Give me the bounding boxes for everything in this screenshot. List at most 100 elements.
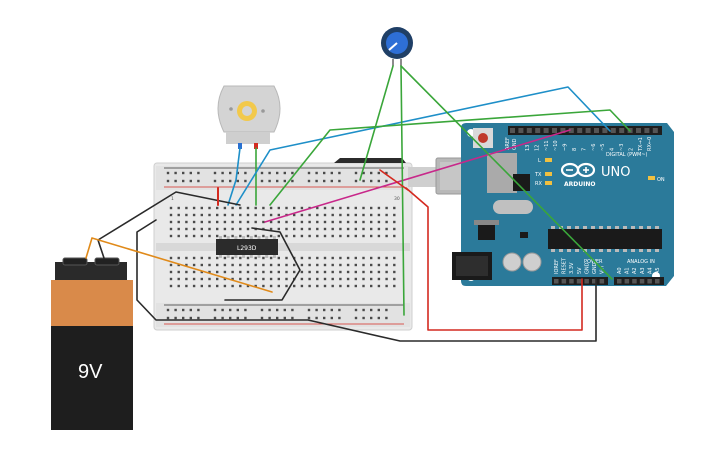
breadboard-hole[interactable] — [239, 256, 242, 260]
breadboard-hole[interactable] — [223, 206, 227, 210]
breadboard-hole[interactable] — [300, 227, 304, 231]
breadboard-hole[interactable] — [216, 277, 219, 281]
breadboard-hole[interactable] — [377, 234, 381, 238]
rail-hole[interactable] — [174, 308, 177, 312]
breadboard-hole[interactable] — [223, 270, 227, 274]
breadboard-hole[interactable] — [169, 256, 173, 260]
breadboard-hole[interactable] — [277, 277, 280, 281]
breadboard-hole[interactable] — [285, 227, 288, 231]
breadboard-hole[interactable] — [293, 227, 296, 231]
breadboard-hole[interactable] — [316, 270, 319, 274]
breadboard-hole[interactable] — [385, 284, 388, 288]
breadboard-hole[interactable] — [377, 277, 381, 281]
breadboard-hole[interactable] — [385, 234, 388, 238]
breadboard-hole[interactable] — [231, 227, 234, 231]
breadboard-hole[interactable] — [300, 213, 304, 217]
rail-hole[interactable] — [189, 179, 192, 183]
breadboard-hole[interactable] — [239, 270, 242, 274]
breadboard-hole[interactable] — [362, 206, 365, 210]
breadboard-hole[interactable] — [277, 213, 280, 217]
breadboard-hole[interactable] — [200, 206, 203, 210]
rail-hole[interactable] — [244, 179, 247, 183]
breadboard-hole[interactable] — [308, 234, 311, 238]
digital-pin-socket[interactable] — [543, 128, 549, 133]
rail-hole[interactable] — [268, 171, 271, 175]
rail-hole[interactable] — [323, 179, 326, 183]
breadboard-hole[interactable] — [362, 256, 365, 260]
rail-hole[interactable] — [338, 179, 341, 183]
breadboard-hole[interactable] — [223, 234, 227, 238]
breadboard-hole[interactable] — [300, 270, 304, 274]
rail-hole[interactable] — [307, 171, 311, 175]
digital-pin-socket[interactable] — [594, 128, 599, 133]
breadboard-hole[interactable] — [185, 284, 188, 288]
power-pin-socket[interactable] — [576, 279, 582, 284]
rail-hole[interactable] — [370, 308, 373, 312]
breadboard-hole[interactable] — [185, 277, 188, 281]
breadboard-hole[interactable] — [316, 220, 319, 224]
breadboard-hole[interactable] — [208, 270, 211, 274]
rail-hole[interactable] — [307, 316, 311, 320]
breadboard-hole[interactable] — [377, 220, 381, 224]
breadboard-hole[interactable] — [385, 220, 388, 224]
breadboard-hole[interactable] — [254, 256, 257, 260]
wire-blue-digital[interactable] — [235, 86, 611, 206]
breadboard-hole[interactable] — [216, 206, 219, 210]
rail-hole[interactable] — [221, 308, 224, 312]
rail-hole[interactable] — [385, 171, 388, 175]
breadboard-hole[interactable] — [239, 284, 242, 288]
breadboard-hole[interactable] — [208, 234, 211, 238]
breadboard-hole[interactable] — [308, 256, 311, 260]
breadboard-hole[interactable] — [293, 263, 296, 267]
rail-hole[interactable] — [236, 316, 239, 320]
breadboard-hole[interactable] — [192, 277, 196, 281]
breadboard-hole[interactable] — [192, 263, 196, 267]
digital-pin-socket[interactable] — [526, 128, 532, 133]
analog-pin-socket[interactable] — [655, 279, 660, 284]
rail-hole[interactable] — [362, 316, 365, 320]
breadboard-hole[interactable] — [192, 234, 196, 238]
breadboard-hole[interactable] — [393, 256, 396, 260]
breadboard-hole[interactable] — [277, 206, 280, 210]
rail-hole[interactable] — [166, 171, 170, 175]
breadboard-hole[interactable] — [223, 277, 227, 281]
breadboard-hole[interactable] — [262, 206, 265, 210]
breadboard-hole[interactable] — [308, 284, 311, 288]
rail-hole[interactable] — [166, 179, 170, 183]
breadboard-hole[interactable] — [277, 227, 280, 231]
rail-hole[interactable] — [338, 316, 341, 320]
breadboard-hole[interactable] — [269, 234, 273, 238]
breadboard-hole[interactable] — [277, 284, 280, 288]
breadboard-hole[interactable] — [208, 263, 211, 267]
breadboard-hole[interactable] — [246, 213, 250, 217]
breadboard-hole[interactable] — [169, 213, 173, 217]
breadboard-hole[interactable] — [269, 263, 273, 267]
breadboard-hole[interactable] — [323, 270, 327, 274]
breadboard-hole[interactable] — [239, 213, 242, 217]
breadboard-hole[interactable] — [316, 284, 319, 288]
breadboard-hole[interactable] — [308, 270, 311, 274]
breadboard-hole[interactable] — [254, 277, 257, 281]
breadboard-hole[interactable] — [223, 256, 227, 260]
breadboard-hole[interactable] — [200, 213, 203, 217]
breadboard-hole[interactable] — [339, 220, 342, 224]
rail-hole[interactable] — [268, 308, 271, 312]
wire-green-digital[interactable] — [269, 109, 631, 206]
rail-hole[interactable] — [166, 316, 170, 320]
breadboard-hole[interactable] — [254, 234, 257, 238]
breadboard-hole[interactable] — [331, 220, 334, 224]
breadboard-hole[interactable] — [246, 256, 250, 260]
breadboard-hole[interactable] — [377, 256, 381, 260]
breadboard-hole[interactable] — [393, 213, 396, 217]
breadboard-hole[interactable] — [385, 206, 388, 210]
breadboard-hole[interactable] — [293, 206, 296, 210]
rail-hole[interactable] — [323, 316, 326, 320]
breadboard-hole[interactable] — [300, 220, 304, 224]
breadboard-hole[interactable] — [269, 206, 273, 210]
breadboard-hole[interactable] — [216, 220, 219, 224]
power-pin-socket[interactable] — [561, 279, 567, 284]
breadboard-hole[interactable] — [231, 284, 234, 288]
rail-hole[interactable] — [197, 316, 200, 320]
breadboard-hole[interactable] — [208, 256, 211, 260]
rail-hole[interactable] — [330, 316, 333, 320]
